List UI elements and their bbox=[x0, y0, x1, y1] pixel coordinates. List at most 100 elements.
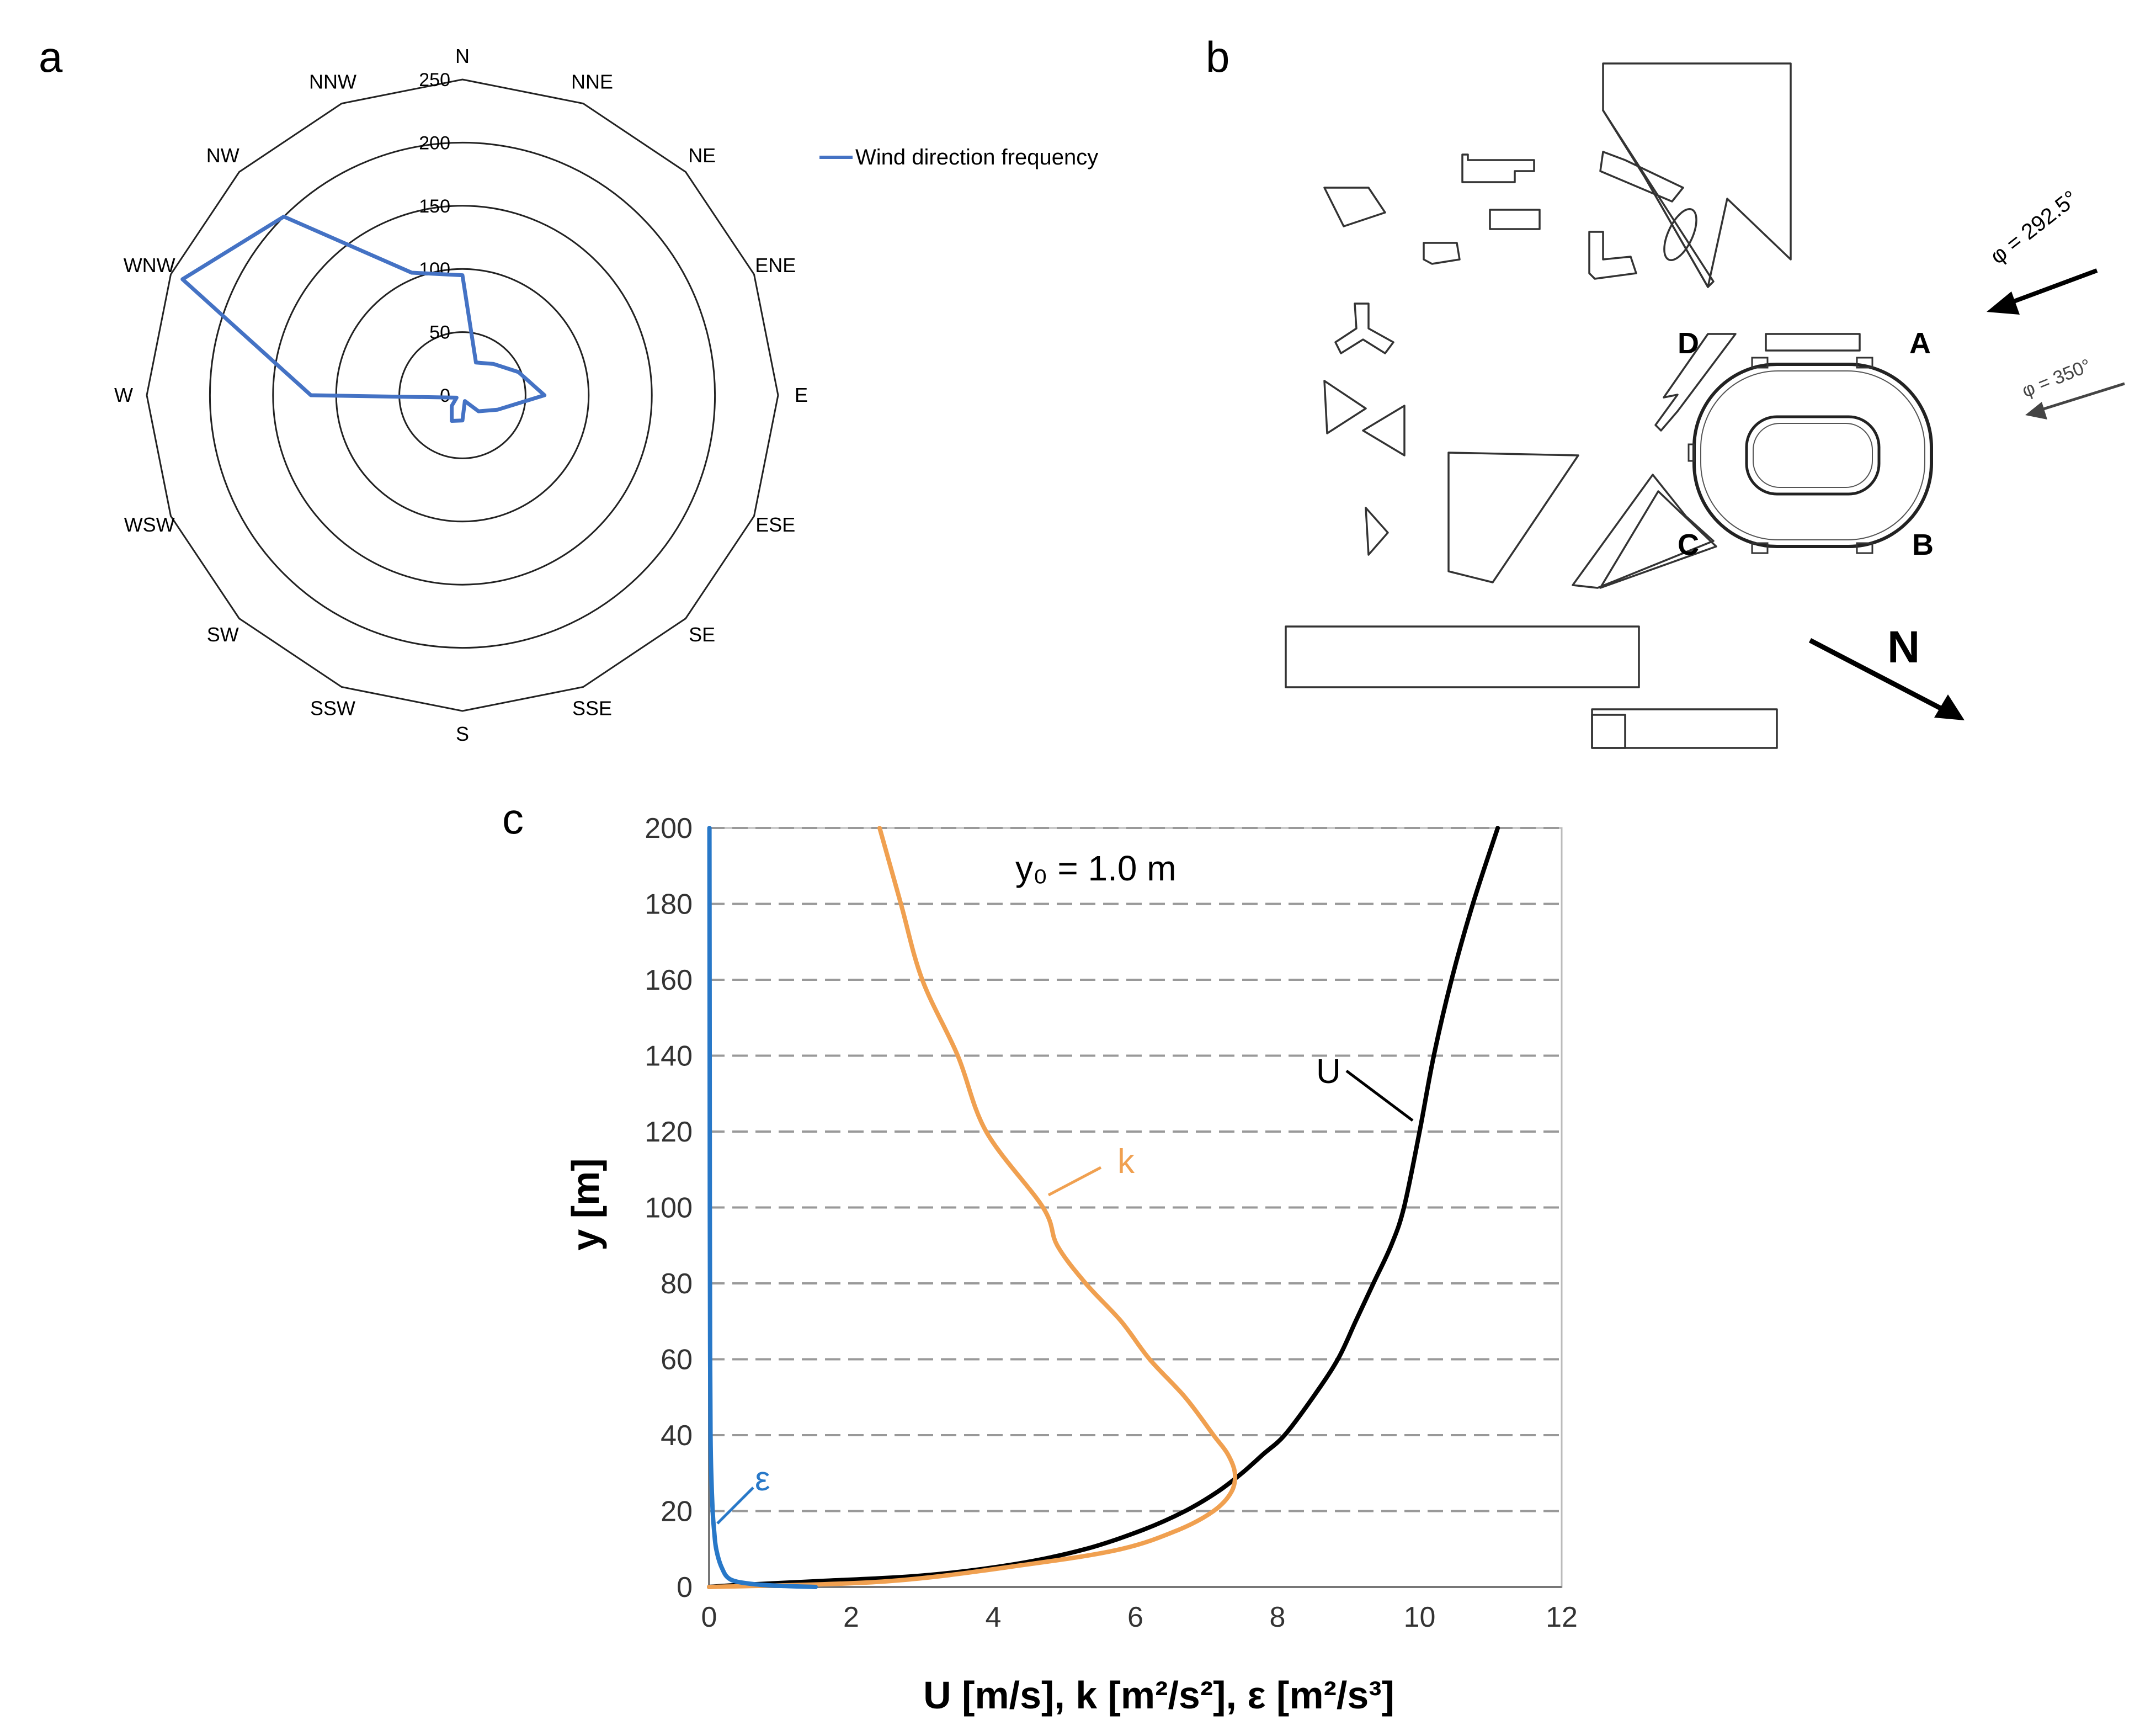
stadium-tower bbox=[1856, 357, 1873, 369]
building bbox=[1334, 302, 1394, 354]
y-tick-label: 140 bbox=[645, 1040, 693, 1073]
radar-direction-label: NNE bbox=[571, 71, 613, 93]
radar-direction-label: NW bbox=[206, 144, 239, 167]
building bbox=[1663, 208, 1697, 262]
x-tick-label: 8 bbox=[1270, 1601, 1286, 1633]
stadium-corner-c: C bbox=[1678, 528, 1699, 561]
stadium-tower bbox=[1751, 542, 1769, 554]
radar-tick-label: 100 bbox=[419, 259, 450, 280]
y-tick-label: 160 bbox=[645, 964, 693, 996]
radar-direction-label: W bbox=[114, 384, 133, 406]
label-u: U bbox=[1316, 1053, 1414, 1122]
building bbox=[1654, 333, 1737, 432]
site-plan: A B C D φ = 292.5° φ = 350° N bbox=[1285, 62, 2125, 749]
arrowhead-icon bbox=[1987, 291, 2020, 315]
building bbox=[1572, 474, 1715, 589]
y-tick-label: 0 bbox=[677, 1572, 693, 1604]
building bbox=[1599, 490, 1717, 589]
radar-tick-label: 150 bbox=[419, 196, 450, 217]
x-tick-label: 12 bbox=[1546, 1601, 1578, 1633]
series-k bbox=[707, 826, 1238, 1589]
legend-label: Wind direction frequency bbox=[855, 145, 1098, 169]
radar-grid bbox=[146, 78, 779, 712]
building bbox=[1362, 405, 1406, 456]
radar-legend: Wind direction frequency bbox=[819, 145, 1098, 169]
y-tick-label: 80 bbox=[661, 1268, 693, 1300]
panel-letter-b: b bbox=[1206, 33, 1229, 81]
radar-direction-label: E bbox=[795, 384, 808, 406]
curve-label-epsilon: ε bbox=[755, 1460, 770, 1498]
curve-label-k: k bbox=[1117, 1143, 1135, 1181]
wind-arrow-350 bbox=[2036, 382, 2125, 413]
building bbox=[1423, 242, 1461, 265]
y-tick-label: 100 bbox=[645, 1192, 693, 1224]
north-arrow bbox=[1808, 638, 1950, 714]
radar-direction-label: SSE bbox=[572, 697, 612, 719]
leader-line bbox=[1047, 1166, 1102, 1197]
radar-direction-label: SSW bbox=[310, 697, 355, 719]
stadium-pitch bbox=[1745, 415, 1881, 496]
y-tick-label: 60 bbox=[661, 1344, 693, 1376]
building bbox=[1365, 507, 1389, 556]
x-tick-label: 0 bbox=[701, 1601, 717, 1633]
leader-line bbox=[716, 1487, 754, 1525]
leader-line bbox=[1345, 1070, 1414, 1122]
y-tick-label: 40 bbox=[661, 1420, 693, 1452]
building bbox=[1461, 153, 1535, 183]
radar-direction-label: NE bbox=[688, 144, 716, 167]
profile-series bbox=[707, 826, 1500, 1589]
x-tick-label: 10 bbox=[1404, 1601, 1436, 1633]
stadium-corner-a: A bbox=[1909, 327, 1931, 360]
label-epsilon: ε bbox=[716, 1460, 770, 1525]
radar-direction-label: N bbox=[455, 45, 470, 67]
radar-ring bbox=[146, 78, 779, 712]
building bbox=[1588, 231, 1637, 280]
panel-letter-a: a bbox=[39, 33, 63, 81]
radar-tick-label: 250 bbox=[419, 70, 450, 91]
radar-direction-label: ESE bbox=[755, 513, 795, 536]
label-k: k bbox=[1047, 1143, 1135, 1197]
radar-ring bbox=[209, 141, 716, 649]
series-epsilon bbox=[707, 826, 818, 1589]
building bbox=[1591, 714, 1626, 749]
stadium-corner-b: B bbox=[1912, 528, 1934, 561]
radar-direction-label: SW bbox=[207, 623, 239, 646]
wind-arrow-292 bbox=[1999, 268, 2098, 309]
radar-tick-label: 50 bbox=[429, 322, 450, 343]
radar-ring bbox=[272, 205, 653, 586]
y-tick-label: 200 bbox=[645, 813, 693, 845]
y-tick-label: 20 bbox=[661, 1496, 693, 1528]
x-tick-label: 4 bbox=[986, 1601, 1002, 1633]
radar-series-wind-frequency bbox=[180, 214, 547, 423]
building bbox=[1285, 625, 1640, 688]
radar-direction-label: ENE bbox=[755, 254, 796, 277]
y-tick-label: 180 bbox=[645, 889, 693, 921]
stadium-corner-d: D bbox=[1678, 327, 1699, 360]
annotation-y0: y₀ = 1.0 m bbox=[1015, 848, 1177, 888]
y-axis-title: y [m] bbox=[564, 1158, 607, 1250]
stadium-tower bbox=[1687, 443, 1695, 462]
x-tick-label: 6 bbox=[1127, 1601, 1143, 1633]
building bbox=[1602, 62, 1792, 288]
north-label: N bbox=[1887, 622, 1920, 672]
stadium-outer bbox=[1692, 363, 1933, 548]
stadium-pitch-inner bbox=[1753, 423, 1873, 488]
y-tick-label: 120 bbox=[645, 1116, 693, 1148]
radar-direction-label: SE bbox=[689, 623, 715, 646]
profile-grid bbox=[708, 827, 1563, 1588]
radar-direction-label: WSW bbox=[124, 513, 175, 536]
radar-tick-label: 200 bbox=[419, 132, 450, 153]
building bbox=[1602, 109, 1715, 288]
stadium-tower bbox=[1751, 357, 1769, 369]
building bbox=[1489, 209, 1541, 230]
panel-letter-c: c bbox=[502, 794, 524, 843]
curve-label-u: U bbox=[1316, 1053, 1341, 1091]
building bbox=[1323, 380, 1367, 434]
radar-direction-label: WNW bbox=[124, 254, 175, 277]
